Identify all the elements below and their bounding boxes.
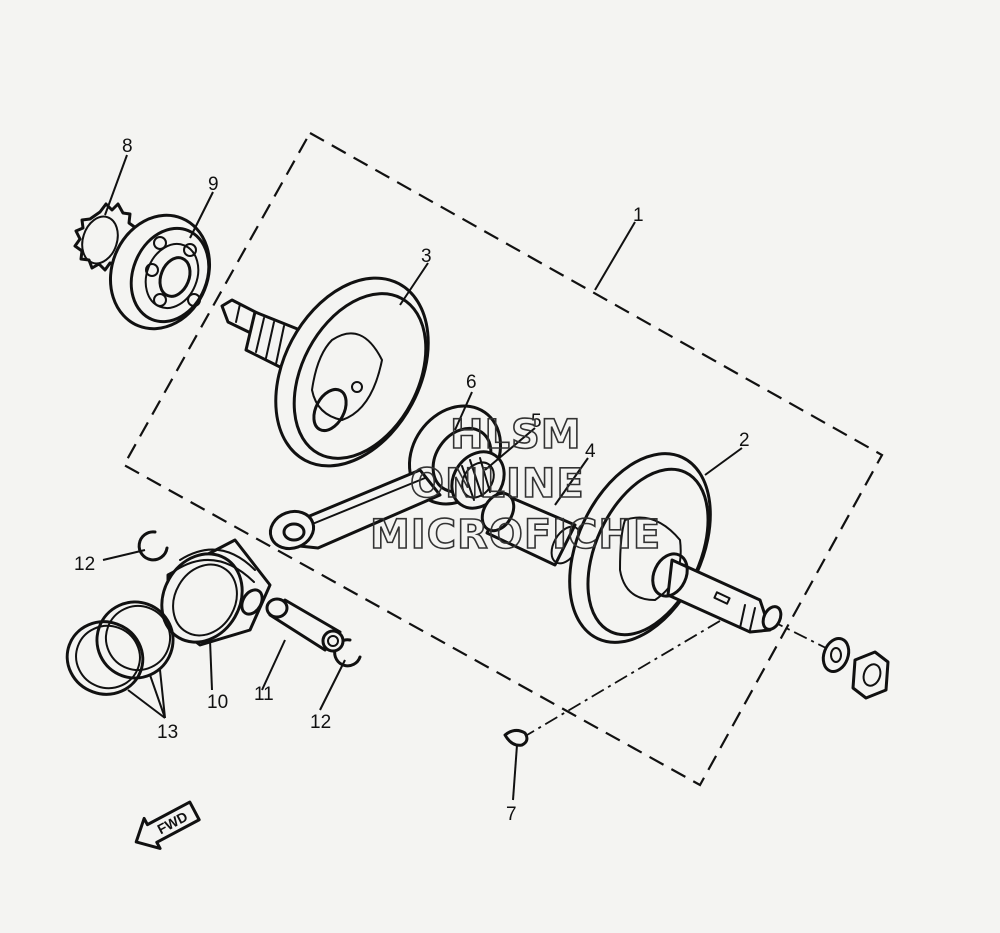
washer[interactable]	[819, 635, 853, 675]
part-4-crank-pin[interactable]	[476, 488, 587, 569]
watermark-line-3: MICROFICHE	[370, 512, 661, 558]
label-part-5: 5	[531, 411, 542, 432]
label-part-11: 11	[254, 684, 274, 705]
part-3-left-crank-half[interactable]	[220, 252, 459, 492]
part-13-piston-rings[interactable]	[57, 591, 184, 705]
watermark: HLSM ONLINE MICROFICHE	[369, 411, 661, 559]
leader-lines	[102, 154, 743, 801]
label-part-10: 10	[207, 692, 228, 713]
key-leader-axis	[521, 614, 731, 739]
label-part-8: 8	[122, 136, 133, 157]
label-part-4: 4	[585, 441, 596, 462]
label-part-13: 13	[157, 722, 178, 743]
label-part-7: 7	[506, 804, 517, 825]
label-part-6: 6	[466, 372, 477, 393]
label-part-3: 3	[421, 246, 432, 267]
label-part-12-left: 12	[74, 554, 95, 575]
part-7-woodruff-key[interactable]	[503, 728, 529, 747]
nut[interactable]	[851, 650, 890, 700]
part-6-connecting-rod[interactable]	[265, 388, 519, 554]
label-part-2: 2	[739, 430, 750, 451]
fwd-arrow-icon: FWD	[134, 800, 201, 850]
part-12-circlip-left[interactable]	[137, 530, 169, 562]
part-10-piston[interactable]	[146, 538, 272, 657]
label-part-1: 1	[633, 205, 644, 226]
part-2-right-crank-half[interactable]	[542, 431, 785, 665]
watermark-line-1: HLSM	[450, 412, 582, 458]
shaft-center-axis	[769, 619, 831, 651]
label-part-12-right: 12	[310, 712, 331, 733]
label-part-9: 9	[208, 174, 219, 195]
watermark-line-2: ONLINE	[410, 461, 585, 507]
part-9-ball-bearing[interactable]	[94, 200, 226, 344]
part-11-piston-pin[interactable]	[265, 597, 345, 653]
crankshaft-assembly-boundary	[122, 131, 884, 787]
